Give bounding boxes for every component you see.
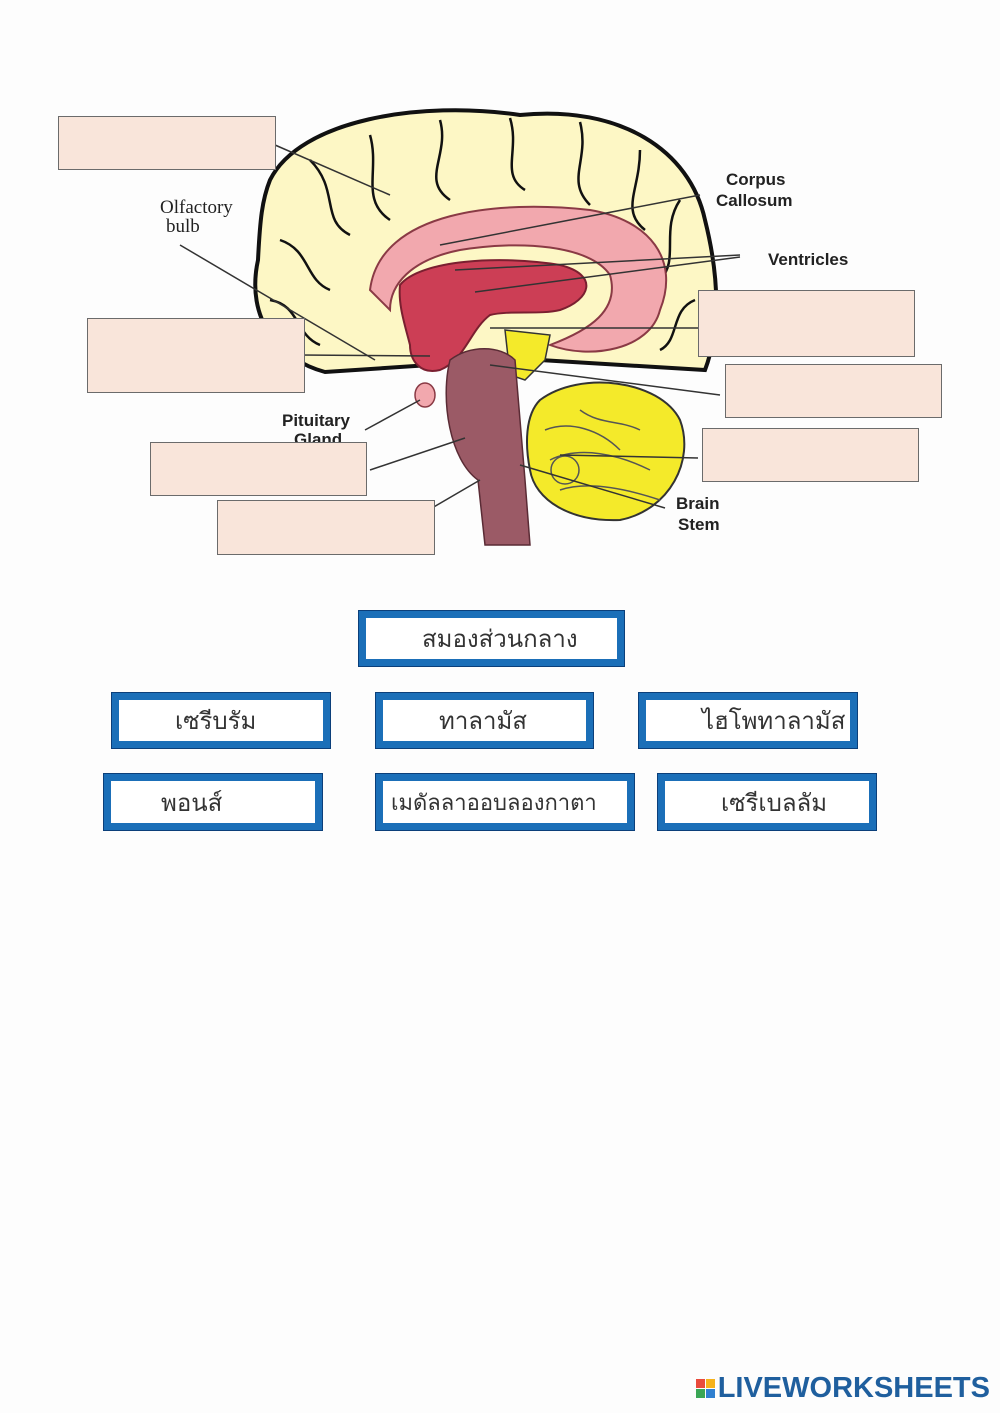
- answer-box-5[interactable]: [698, 290, 915, 357]
- word-tile-medulla-oblongata[interactable]: เมดัลลาออบลองกาตา: [375, 773, 635, 831]
- answer-box-1[interactable]: [58, 116, 276, 170]
- word-tile-thalamus[interactable]: ทาลามัส: [375, 692, 594, 749]
- cerebellum-shape: [526, 381, 686, 522]
- word-tile-cerebellum[interactable]: เซรีเบลลัม: [657, 773, 877, 831]
- answer-box-6[interactable]: [725, 364, 942, 418]
- ventricles-shape: [398, 259, 588, 372]
- brain-diagram: Corpus Callosum Ventricles Olfactory bul…: [160, 108, 848, 546]
- liveworksheets-logo: LIVEWORKSHEETS: [695, 1372, 990, 1405]
- word-tile-cerebrum[interactable]: เซรีบรัม: [111, 692, 331, 749]
- word-tile-midbrain[interactable]: สมองส่วนกลาง: [358, 610, 625, 667]
- label-olfactory-line1: Olfactory: [160, 197, 233, 218]
- leader-lines: [179, 144, 741, 516]
- label-ventricles: Ventricles: [768, 250, 848, 269]
- answer-box-2[interactable]: [87, 318, 305, 393]
- label-corpus-callosum-line1: Corpus: [726, 170, 786, 189]
- brainstem-shape: [445, 348, 531, 546]
- cerebrum-folds: [269, 117, 696, 352]
- label-pituitary-line1: Pituitary: [282, 411, 351, 430]
- corpus-callosum-shape: [368, 205, 668, 353]
- logo-text: LIVEWORKSHEETS: [717, 1372, 990, 1404]
- answer-box-7[interactable]: [702, 428, 919, 482]
- label-corpus-callosum-line2: Callosum: [716, 191, 793, 210]
- word-tile-hypothalamus[interactable]: ไฮโพทาลามัส: [638, 692, 858, 749]
- label-brain-stem-line2: Stem: [678, 515, 720, 534]
- label-brain-stem-line1: Brain: [676, 494, 719, 513]
- label-olfactory-line2: bulb: [166, 216, 200, 237]
- logo-mark-icon: [695, 1379, 715, 1398]
- pituitary-shape: [414, 382, 436, 408]
- answer-box-4[interactable]: [217, 500, 435, 555]
- word-tile-pons[interactable]: พอนส์: [103, 773, 323, 831]
- answer-box-3[interactable]: [150, 442, 367, 496]
- cerebellum-folds: [544, 409, 661, 501]
